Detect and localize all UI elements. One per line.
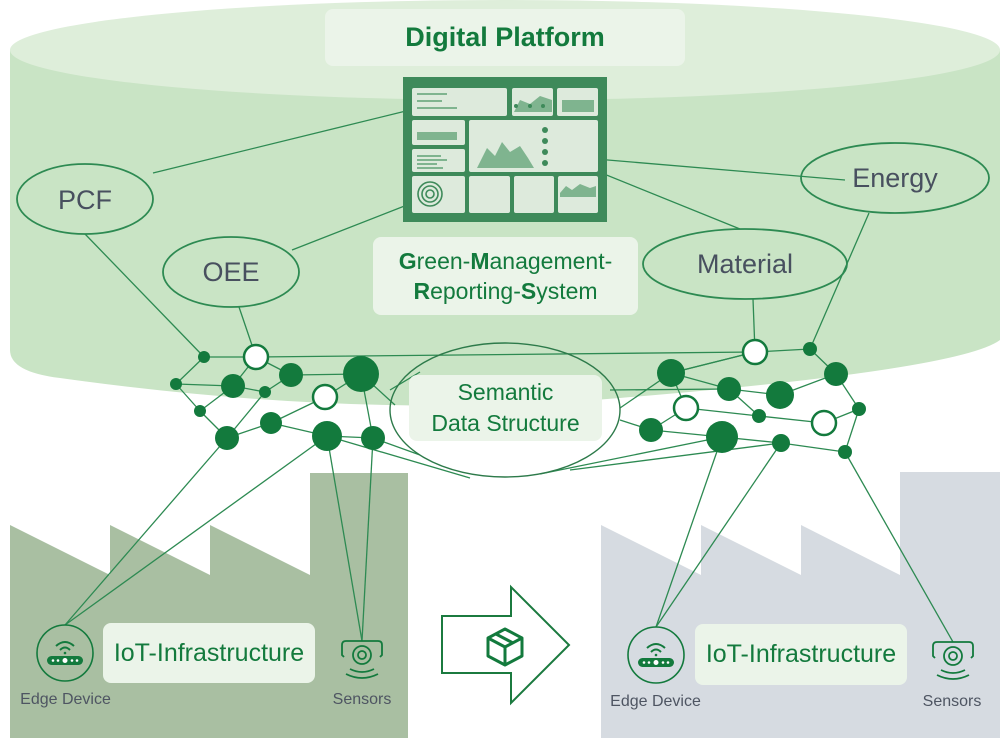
- data-node: [259, 386, 271, 398]
- data-node: [361, 426, 385, 450]
- data-node: [852, 402, 866, 416]
- connection-line: [809, 212, 870, 350]
- network-edge: [780, 442, 846, 453]
- gmrs-label-box: [373, 237, 638, 315]
- data-node: [657, 359, 685, 387]
- data-node: [198, 351, 210, 363]
- semantic-data-structure-label: Semantic Data Structure: [409, 375, 602, 441]
- data-node: [170, 378, 182, 390]
- kpi-label-material: Material: [696, 248, 794, 279]
- platform-cylinder-body: [10, 50, 1000, 406]
- connection-line: [152, 109, 411, 174]
- kpi-oval-pcf[interactable]: [16, 163, 154, 235]
- edge-device-icon-right[interactable]: [627, 626, 685, 684]
- data-node: [752, 409, 766, 423]
- semantic-data-oval: [389, 342, 621, 478]
- network-nodes: [170, 338, 866, 459]
- kpi-ovals: [16, 142, 990, 308]
- sensors-label-right: Sensors: [922, 693, 982, 710]
- semantic-label-line-2: Data Structure: [431, 410, 580, 436]
- platform-title: Digital Platform: [405, 22, 605, 52]
- data-node: [194, 405, 206, 417]
- data-node-hollow: [672, 394, 700, 422]
- data-node: [279, 363, 303, 387]
- data-node-hollow: [810, 409, 838, 437]
- gmrs-line-1: Green-Management-: [398, 248, 613, 274]
- connection-line: [255, 351, 756, 358]
- data-node-hollow: [242, 343, 270, 371]
- data-node: [803, 342, 817, 356]
- connection-line: [326, 435, 471, 479]
- kpi-oval-oee[interactable]: [162, 236, 300, 308]
- connection-line: [655, 442, 782, 628]
- semantic-label-line-1: Semantic: [457, 379, 554, 405]
- gmrs-line-2: Reporting-System: [413, 278, 598, 304]
- network-edge: [844, 408, 860, 453]
- connection-line: [64, 437, 228, 626]
- network-edge: [670, 351, 756, 374]
- connection-line: [539, 436, 723, 475]
- connection-line: [361, 437, 374, 642]
- network-edge: [175, 356, 205, 385]
- data-node: [717, 377, 741, 401]
- connection-line: [291, 197, 426, 251]
- sensors-label-left: Sensors: [332, 691, 392, 708]
- connection-line: [569, 442, 782, 471]
- network-edge: [175, 383, 201, 412]
- edge-device-label-left: Edge Device: [20, 691, 111, 708]
- data-node-hollow: [741, 338, 769, 366]
- iot-infrastructure-label-left: IoT-Infrastructure: [113, 638, 305, 667]
- data-node: [312, 421, 342, 451]
- kpi-oval-material[interactable]: [642, 228, 848, 300]
- kpi-label-pcf: PCF: [58, 184, 112, 215]
- connection-line: [655, 436, 723, 628]
- kpi-label-energy: Energy: [852, 162, 938, 193]
- data-node: [772, 434, 790, 452]
- data-node-hollow: [311, 383, 339, 411]
- sensor-icon-left[interactable]: [341, 640, 383, 679]
- iot-box-right: [695, 624, 907, 685]
- data-node: [639, 418, 663, 442]
- transfer-arrow: [441, 584, 571, 706]
- iot-box-left: [103, 623, 315, 683]
- data-node: [706, 421, 738, 453]
- connection-line: [844, 451, 954, 643]
- semantic-label-box: [409, 375, 602, 441]
- data-node: [221, 374, 245, 398]
- edge-device-label-right: Edge Device: [610, 693, 701, 710]
- data-node: [260, 412, 282, 434]
- data-node: [343, 356, 379, 392]
- connection-line: [609, 388, 730, 391]
- connection-line: [84, 233, 205, 358]
- dashboard-screen-icon[interactable]: [403, 77, 607, 222]
- kpi-oval-energy[interactable]: [800, 142, 990, 214]
- kpi-label-oee: OEE: [202, 256, 260, 287]
- connection-line: [326, 435, 363, 642]
- platform-title-box: [325, 9, 685, 66]
- edge-device-icon-left[interactable]: [36, 624, 94, 682]
- data-node: [215, 426, 239, 450]
- sensor-icon-right[interactable]: [932, 641, 974, 680]
- data-node: [824, 362, 848, 386]
- package-box-icon: [486, 627, 524, 667]
- connection-line: [64, 435, 328, 626]
- data-node: [766, 381, 794, 409]
- gmrs-label: Green-Management- Reporting-System: [373, 237, 638, 315]
- data-node: [838, 445, 852, 459]
- iot-infrastructure-label-right: IoT-Infrastructure: [705, 640, 897, 668]
